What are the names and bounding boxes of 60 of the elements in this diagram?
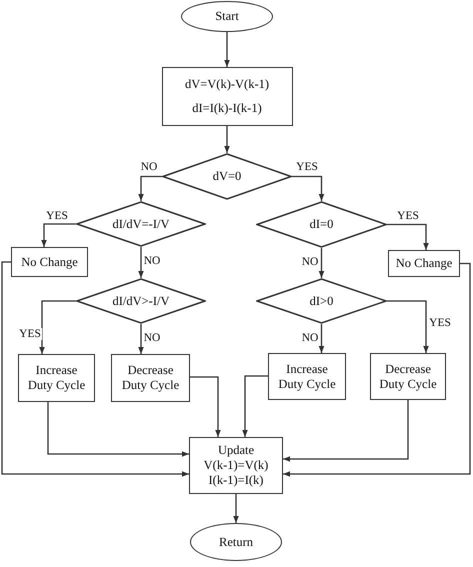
- edge-label: YES: [18, 328, 42, 340]
- arrow: [138, 247, 144, 278]
- process-box: [162, 67, 292, 126]
- process-box: [268, 353, 346, 400]
- arrow: [318, 248, 324, 278]
- arrow: [138, 324, 144, 354]
- edge-label: NO: [142, 332, 162, 344]
- process-box: [111, 354, 190, 402]
- edge-label: YES: [428, 317, 452, 329]
- decision-diamond: [256, 201, 387, 248]
- step-label: V(k-1)=V(k): [202, 458, 270, 473]
- step-label: dI=0: [308, 217, 334, 232]
- step-label: Increase Duty Cycle: [26, 363, 86, 393]
- edge-label: NO: [142, 255, 162, 267]
- edge-label: NO: [300, 332, 320, 344]
- step-label: Increase Duty Cycle: [277, 362, 337, 392]
- arrow: [387, 224, 429, 250]
- step-label: I(k-1)=I(k): [208, 473, 264, 488]
- step-label: dI>0: [308, 294, 334, 308]
- arrow: [387, 300, 429, 353]
- arrow: [41, 223, 76, 247]
- arrow: [138, 176, 162, 201]
- arrow: [224, 126, 230, 153]
- step-label: Decrease Duty Cycle: [378, 362, 438, 392]
- arrow: [283, 400, 409, 462]
- step-label: dI/dV=-I/V: [111, 216, 171, 232]
- step-label: Update: [216, 443, 256, 458]
- decision-diamond: [256, 278, 387, 324]
- arrow: [242, 375, 268, 437]
- step-label: dV=0: [212, 169, 242, 184]
- step-label: dI=I(k)-I(k-1): [191, 101, 263, 116]
- process-box: [370, 353, 446, 400]
- edge-label: NO: [300, 256, 320, 268]
- process-box: [189, 437, 283, 494]
- step-label: Start: [214, 9, 240, 24]
- edge-label: NO: [140, 161, 158, 173]
- arrow: [318, 324, 324, 353]
- arrow: [39, 300, 76, 354]
- step-label: Decrease Duty Cycle: [120, 363, 180, 393]
- arrow: [233, 494, 239, 523]
- step-label: No Change: [20, 254, 79, 270]
- step-label: Return: [218, 534, 254, 550]
- edge-label: YES: [295, 161, 319, 173]
- arrow: [1, 261, 189, 477]
- decision-diamond: [76, 201, 206, 247]
- edge-label: YES: [45, 210, 69, 222]
- process-box: [11, 247, 88, 277]
- arrow: [292, 176, 324, 201]
- edge-label: YES: [396, 210, 420, 222]
- process-box: [18, 354, 95, 402]
- decision-diamond: [76, 278, 206, 324]
- arrow: [224, 32, 230, 67]
- step-label: No Change: [394, 256, 454, 271]
- decision-diamond: [162, 153, 292, 200]
- step-label: dI/dV>-I/V: [111, 294, 171, 308]
- arrow: [283, 262, 471, 477]
- arrow: [190, 376, 221, 437]
- process-box: [388, 250, 460, 277]
- step-label: dV=V(k)-V(k-1): [184, 77, 270, 92]
- arrow: [47, 402, 189, 457]
